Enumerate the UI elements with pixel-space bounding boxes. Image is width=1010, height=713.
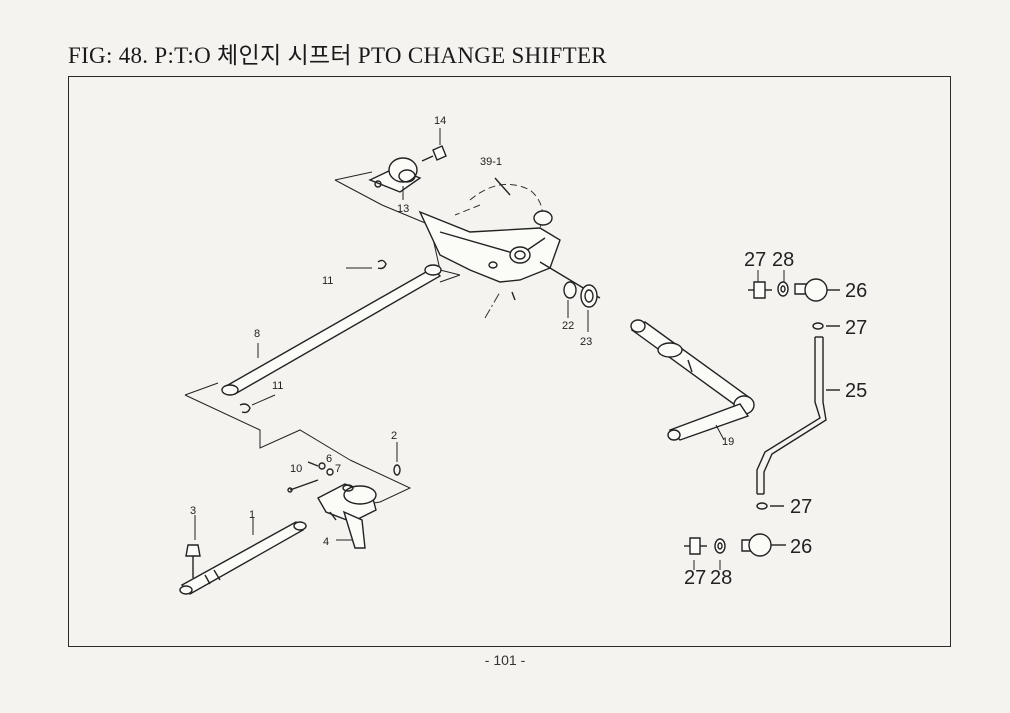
washer-part-22	[563, 281, 577, 318]
callout-26-top: 26	[845, 280, 867, 302]
callout-22: 22	[562, 320, 574, 332]
callout-25: 25	[845, 380, 867, 402]
small-parts-6-7-10	[287, 461, 334, 493]
callout-4: 4	[323, 536, 329, 548]
callout-1: 1	[249, 509, 255, 521]
callout-2: 2	[391, 430, 397, 442]
pin-part-11-upper	[346, 259, 387, 270]
shaft-housing	[418, 177, 601, 301]
lever-part-19	[630, 319, 755, 441]
washer-part-2	[393, 442, 401, 476]
callout-27-top-left: 27	[744, 249, 766, 271]
callout-19: 19	[722, 436, 734, 448]
callout-10: 10	[290, 463, 302, 475]
callout-11-upper: 11	[322, 275, 333, 287]
ball-joint-upper-assembly	[748, 270, 840, 330]
callout-26-bottom: 26	[790, 536, 812, 558]
callout-11-lower: 11	[272, 380, 283, 392]
figure-title: FIG: 48. P:T:O 체인지 시프터 PTO CHANGE SHIFTE…	[68, 43, 607, 68]
link-rod-part-25	[756, 336, 827, 495]
callout-27-bottom-left: 27	[684, 567, 706, 589]
callout-28-bottom: 28	[710, 567, 732, 589]
pin-part-11-lower	[239, 394, 276, 414]
callout-8: 8	[254, 328, 260, 340]
detent-plug-part-3	[185, 515, 201, 578]
bolt-part-14	[421, 128, 447, 162]
callout-23: 23	[580, 336, 592, 348]
callout-3: 3	[190, 505, 196, 517]
page-number: - 101 -	[484, 652, 526, 668]
callout-7: 7	[335, 463, 341, 475]
diagram-frame	[68, 76, 951, 647]
collar-part-13	[368, 157, 422, 200]
ball-joint-lower-assembly	[684, 502, 786, 570]
shifter-fork-part-4	[317, 483, 377, 549]
callout-28-top: 28	[772, 249, 794, 271]
callout-14: 14	[434, 115, 446, 127]
callout-27-lower: 27	[790, 496, 812, 518]
callout-6: 6	[326, 453, 332, 465]
callout-39-1: 39-1	[480, 156, 502, 168]
callout-13: 13	[397, 203, 409, 215]
callout-27-upper: 27	[845, 317, 867, 339]
rod-part-8	[221, 264, 442, 396]
shift-shaft-part-1	[179, 518, 307, 595]
circlip-part-23	[580, 284, 598, 332]
